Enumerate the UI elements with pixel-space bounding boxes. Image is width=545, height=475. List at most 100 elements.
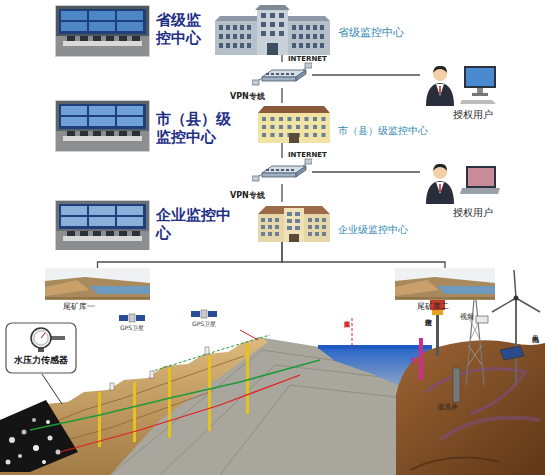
drain-pipe-part xyxy=(6,460,11,465)
sensor-callout-shape xyxy=(5,322,77,374)
gps-satellite-part xyxy=(191,311,200,317)
monitoring-building-shape-part xyxy=(296,117,300,121)
control-room-photo-shape-part xyxy=(55,100,150,152)
monitoring-building-shape-part xyxy=(261,232,265,236)
wind-solar-power-part xyxy=(516,298,540,312)
control-room-photo-shape-part xyxy=(117,106,143,115)
drain-pipe-part xyxy=(9,437,15,443)
authorized-user-shape-part xyxy=(426,181,454,204)
authorized-user-shape-part xyxy=(460,188,500,194)
control-room-photo-shape-part xyxy=(59,9,146,34)
leader-line xyxy=(42,374,62,404)
callout-label: 溢流井 xyxy=(437,404,458,412)
control-room-photo-shape-part xyxy=(80,36,88,41)
monitoring-building-shape-part xyxy=(287,226,292,230)
control-room-photo-shape-part xyxy=(93,36,101,41)
monitoring-building-shape-part xyxy=(270,13,275,18)
monitoring-building-shape-part xyxy=(262,125,266,129)
camera-tower-part xyxy=(468,345,482,365)
hillside xyxy=(396,340,545,475)
network-switch-shape-part xyxy=(296,70,306,81)
monitor-lines xyxy=(60,318,352,452)
network-link xyxy=(281,55,282,62)
monitoring-building-shape-part xyxy=(289,133,299,143)
control-room-photo-shape xyxy=(55,100,150,152)
monitoring-building-shape-part xyxy=(308,218,312,222)
network-switch-shape-part xyxy=(286,73,289,75)
control-room-photo-shape-part xyxy=(67,36,75,41)
network-switch-shape-part xyxy=(271,169,274,171)
authorized-user-shape-part xyxy=(426,83,454,106)
monitoring-building-shape-part xyxy=(313,117,317,121)
monitoring-building-shape-part xyxy=(288,117,292,121)
control-room-photo-shape-part xyxy=(56,201,150,251)
authorized-user-shape xyxy=(420,62,500,106)
control-room-photo-shape-part xyxy=(117,217,143,226)
monitoring-building-shape-part xyxy=(306,43,310,48)
drain-pipe-part xyxy=(0,400,78,472)
control-room-photo-shape-part xyxy=(89,217,115,226)
monitoring-building: 省级监控中心 xyxy=(215,5,330,55)
tailings-pond-shape-part xyxy=(89,286,150,294)
control-room-photo-shape-part xyxy=(132,131,140,136)
wind-solar-power-part xyxy=(515,298,517,385)
network-switch: INTERNET xyxy=(252,62,312,88)
link-label: VPN专线 xyxy=(230,93,265,102)
monitoring-building-shape-part xyxy=(219,34,223,39)
monitoring-building-shape-part xyxy=(320,43,324,48)
camera-tower xyxy=(466,300,488,385)
monitoring-building-shape-part xyxy=(271,125,275,129)
network-switch-shape-part xyxy=(286,169,289,171)
network-link xyxy=(281,184,282,202)
network-switch-shape-part xyxy=(281,73,284,75)
control-room-photo-shape-part xyxy=(89,206,115,215)
control-room-photo-shape-part xyxy=(61,22,87,31)
piezometer-tubes xyxy=(98,344,249,447)
monitoring-building-shape-part xyxy=(322,125,326,129)
authorized-user-shape-part xyxy=(464,66,496,88)
monitoring-building-shape-part xyxy=(322,133,326,137)
gps-satellite-part xyxy=(208,311,217,317)
network-switch-shape xyxy=(252,158,312,184)
monitoring-building-shape-part xyxy=(262,133,266,137)
monitoring-building-shape-part xyxy=(258,106,330,113)
monitor-lines-part xyxy=(60,375,300,452)
survey-markers-part xyxy=(150,371,154,378)
monitoring-building-shape-part xyxy=(305,133,309,137)
monitoring-building-shape-part xyxy=(226,43,230,48)
water-gauge xyxy=(419,338,423,380)
monitoring-building-shape-part xyxy=(299,43,303,48)
authorized-user-shape-part xyxy=(477,88,483,93)
authorized-user: 授权用户 xyxy=(420,160,500,204)
monitor-lines-part xyxy=(352,318,353,348)
tailings-pond-shape-part xyxy=(45,268,150,300)
control-room-photo-shape-part xyxy=(56,101,150,152)
tailings-pond-shape xyxy=(395,268,495,300)
control-room-photo-shape-part xyxy=(61,117,87,126)
drain-pipe-part xyxy=(46,420,50,424)
control-room-photo-shape-part xyxy=(55,5,150,57)
monitoring-building-shape xyxy=(258,202,330,242)
control-room-photo-shape-part xyxy=(89,117,115,126)
authorized-user-shape-part xyxy=(436,182,444,194)
network-link xyxy=(312,171,420,172)
drain-pipe-part xyxy=(22,430,27,435)
authorized-user-shape-part xyxy=(433,66,447,73)
monitoring-building-shape-part xyxy=(240,25,244,30)
control-room-photo-shape-part xyxy=(89,11,115,20)
control-room-photo-shape-part xyxy=(55,36,150,57)
monitoring-building-shape-part xyxy=(320,34,324,39)
callout-label: 视频 xyxy=(460,314,474,322)
monitoring-building-shape-part xyxy=(313,133,317,137)
monitoring-building-shape-part xyxy=(296,125,300,129)
monitoring-building-shape-part xyxy=(258,113,330,143)
wind-solar-power-part xyxy=(514,296,519,301)
monitoring-building-shape-part xyxy=(247,25,251,30)
control-room-photo-shape-part xyxy=(63,41,142,46)
monitoring-building-shape-part xyxy=(279,125,283,129)
tailings-pond-shape-part xyxy=(437,286,495,294)
control-room-photo-shape-part xyxy=(93,231,101,236)
network-switch-shape-part xyxy=(262,77,296,81)
